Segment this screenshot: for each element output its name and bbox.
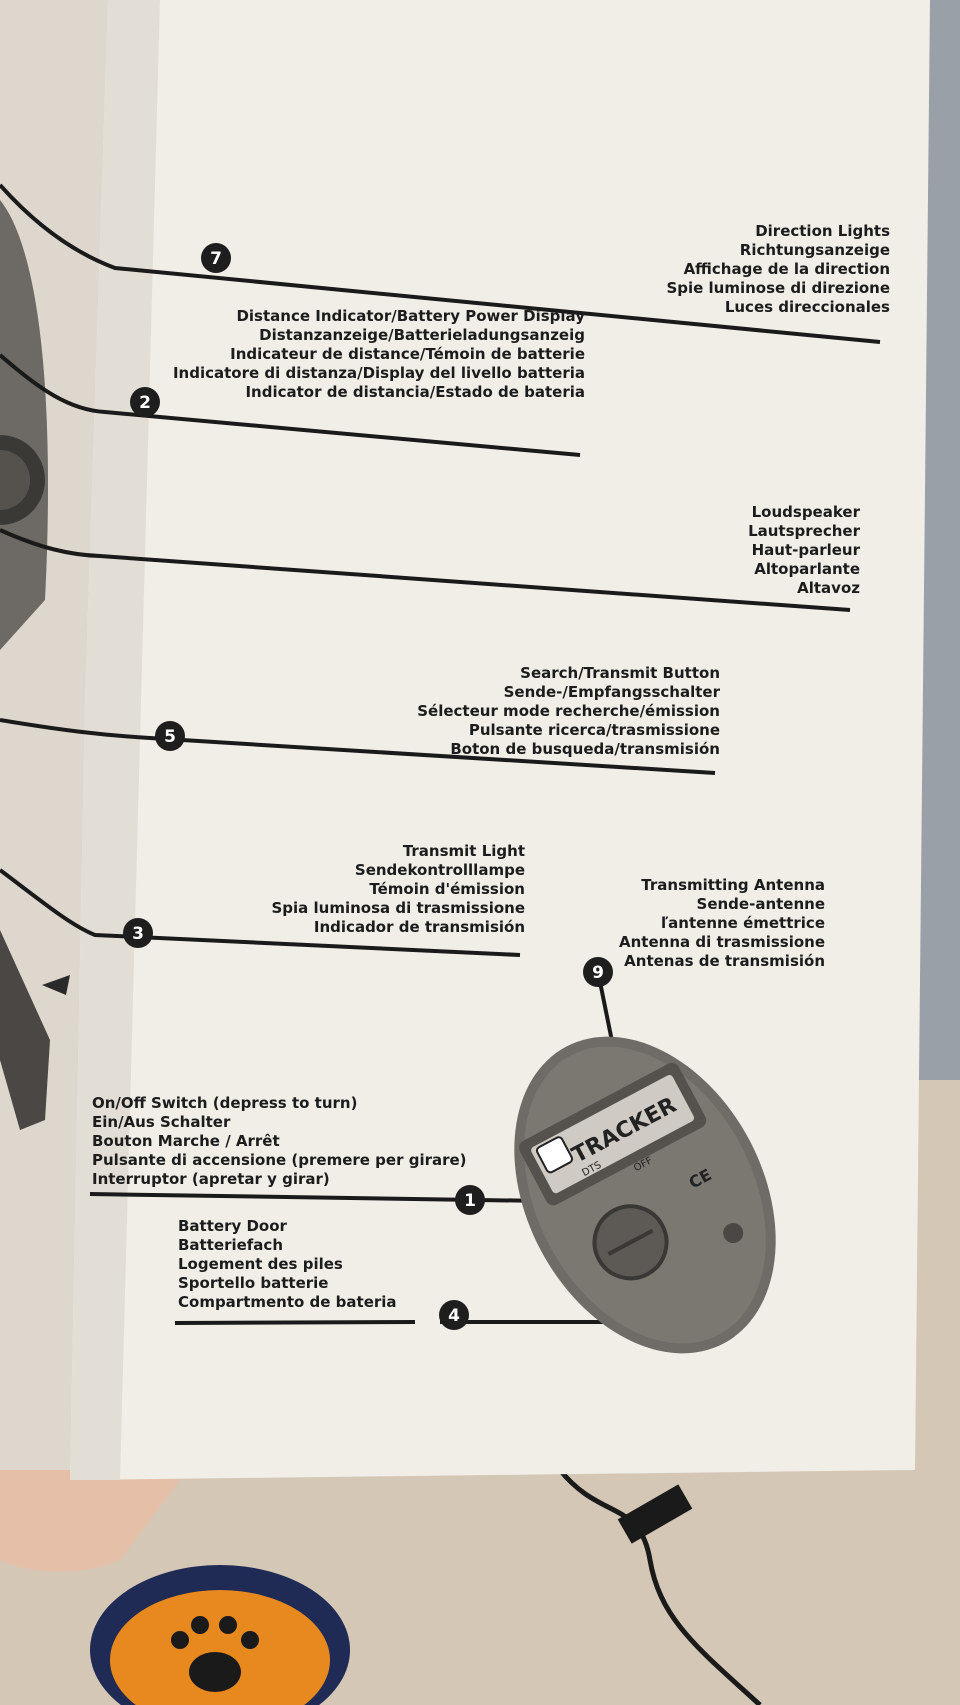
label-distance-indicator: Distance Indicator/Battery Power Display… [172, 307, 585, 401]
leader-line-2 [0, 353, 581, 457]
svg-text:3: 3 [132, 924, 144, 944]
leader-line-7 [0, 183, 881, 344]
callout-badge-3: 3 [123, 918, 153, 948]
label-loudspeaker: Loudspeaker Lautsprecher Haut-parleur Al… [748, 503, 860, 597]
label-transmitting-antenna: Transmitting Antenna Sende-antenne ľante… [619, 876, 825, 970]
svg-text:5: 5 [164, 727, 176, 747]
leader-line-3 [0, 868, 521, 957]
label-transmit-light: Transmit Light Sendekontrolllampe Témoin… [271, 842, 525, 936]
callout-badge-5: 5 [155, 721, 185, 751]
svg-text:1: 1 [464, 1191, 476, 1211]
device-back [514, 1036, 776, 1354]
label-search-transmit-button: Search/Transmit Button Sende-/Empfangssc… [417, 664, 720, 758]
paw-print-icon [171, 1616, 259, 1692]
callout-badge-4: 4 [439, 1300, 469, 1330]
callout-badge-2: 2 [130, 387, 160, 417]
svg-text:7: 7 [210, 249, 222, 269]
callout-badge-7: 7 [201, 243, 231, 273]
label-on-off-switch: On/Off Switch (depress to turn) Ein/Aus … [92, 1094, 467, 1188]
leader-line-loudspeaker [0, 528, 851, 612]
label-direction-lights: Direction Lights Richtungsanzeige Affich… [666, 222, 890, 316]
callout-badge-9: 9 [583, 957, 613, 987]
callout-badge-1: 1 [455, 1185, 485, 1215]
svg-text:2: 2 [139, 393, 151, 413]
label-battery-door: Battery Door Batteriefach Logement des p… [178, 1217, 397, 1311]
svg-text:4: 4 [448, 1306, 460, 1326]
leader-line-5 [0, 718, 716, 775]
svg-text:9: 9 [592, 963, 604, 983]
